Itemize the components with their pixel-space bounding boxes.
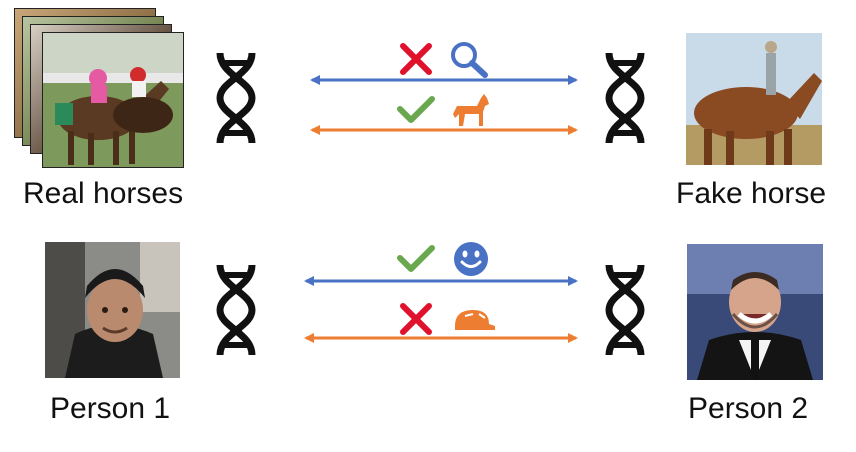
magnifier-icon	[451, 42, 488, 78]
cap-icon	[455, 310, 495, 330]
real-horses-stack	[14, 8, 184, 168]
horse-icon	[453, 94, 489, 126]
label-fake-horse: Fake horse	[676, 177, 827, 210]
person-1-photo	[45, 242, 180, 378]
label-person-1: Person 1	[50, 392, 171, 425]
person-2-photo	[687, 244, 823, 380]
fake-horse-photo	[686, 33, 822, 165]
cross-icon	[400, 43, 432, 75]
check-icon	[397, 96, 435, 123]
check-icon-bottom	[397, 245, 435, 272]
real-horse-photo-front	[42, 32, 184, 168]
smiley-icon	[454, 242, 488, 276]
label-person-2: Person 2	[688, 392, 809, 425]
cross-icon-bottom	[400, 303, 432, 335]
label-real-horses: Real horses	[23, 177, 184, 210]
